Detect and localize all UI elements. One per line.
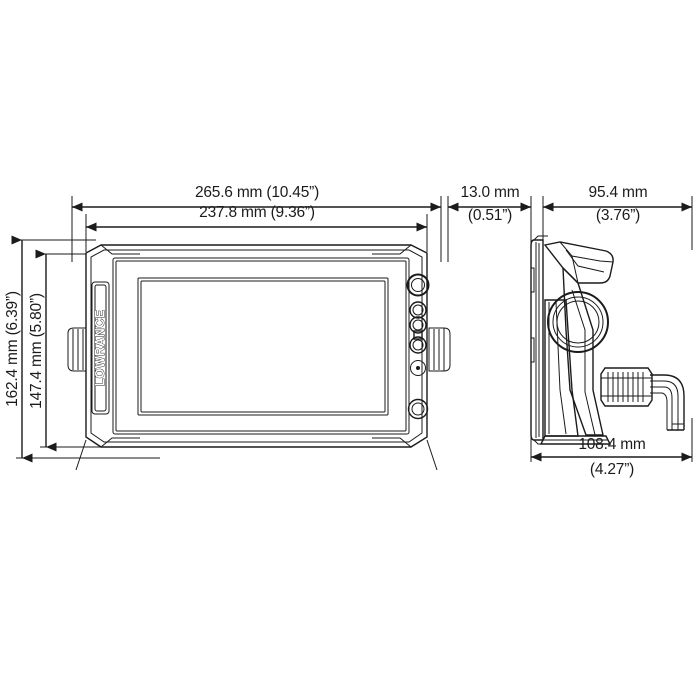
bracket-arm <box>543 241 614 284</box>
dimension-mounted-depth-label-in: (3.76”) <box>596 207 640 224</box>
dimension-overall-height-label: 162.4 mm (6.39”) <box>4 291 21 407</box>
button-cluster <box>406 273 430 420</box>
side-view <box>530 235 685 445</box>
side-unit-profile <box>530 235 548 445</box>
pages-button[interactable] <box>407 398 429 420</box>
dimension-mounted-depth-label-mm: 95.4 mm <box>589 184 648 201</box>
power-button[interactable] <box>406 273 430 297</box>
bracket-leg <box>544 299 579 437</box>
dimension-mounted-depth: 95.4 mm (3.76”) <box>543 184 692 224</box>
waypoint-button[interactable] <box>410 360 426 376</box>
corner-details <box>100 244 412 448</box>
front-mount-legs <box>75 439 438 471</box>
dimension-bezel-width: 237.8 mm (9.36”) <box>86 204 427 232</box>
front-view: LOWRANCE <box>67 244 451 471</box>
zoom-button-pair[interactable] <box>409 316 427 354</box>
dimension-bezel-depth: 13.0 mm (0.51”) <box>448 184 531 224</box>
dimension-overall-width: 265.6 mm (10.45”) <box>72 184 441 212</box>
connector-fins <box>607 372 644 402</box>
rear-connector-block <box>600 367 653 407</box>
dimension-bezel-width-label: 237.8 mm (9.36”) <box>199 204 315 221</box>
dimension-bezel-depth-label-in: (0.51”) <box>468 207 512 224</box>
dimension-bezel-depth-label-mm: 13.0 mm <box>461 184 520 201</box>
lcd-screen <box>137 277 389 416</box>
bracket-base-foot <box>539 435 612 445</box>
dimension-overall-width-label: 265.6 mm (10.45”) <box>195 184 319 201</box>
extension-lines-side <box>447 196 693 462</box>
mount-knob[interactable] <box>547 291 609 353</box>
brand-plate: LOWRANCE <box>91 281 110 415</box>
brand-label: LOWRANCE <box>93 310 107 387</box>
dimension-bracket-depth: 108.4 mm (4.27”) <box>531 436 692 478</box>
cable-bundle <box>650 374 685 431</box>
dimension-overall-height: 162.4 mm (6.39”) <box>4 235 33 463</box>
dimension-bezel-height-label: 147.4 mm (5.80”) <box>28 293 45 409</box>
dimension-bracket-depth-label-in: (4.27”) <box>590 461 634 478</box>
right-side-grip <box>428 327 451 372</box>
menu-button[interactable] <box>409 301 427 319</box>
dimension-bezel-height: 147.4 mm (5.80”) <box>28 249 57 452</box>
